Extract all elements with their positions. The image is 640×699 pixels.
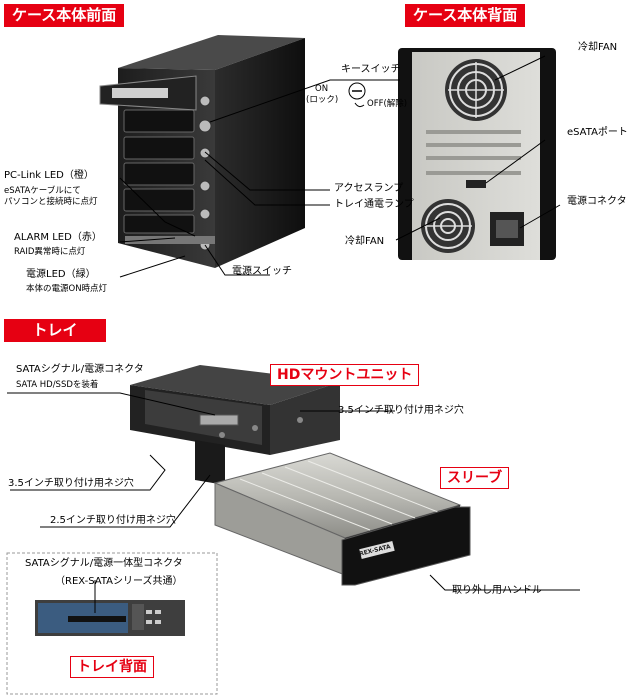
label-pclink-desc-1: eSATAケーブルにて — [4, 186, 81, 196]
label-integrated-connector: SATAシグナル/電源一体型コネクタ — [25, 558, 183, 569]
label-sata-signal: SATAシグナル/電源コネクタ — [16, 364, 144, 375]
key-switch-diagram — [348, 82, 366, 108]
label-alarm-led: ALARM LED（赤） — [14, 232, 102, 243]
label-esata-port: eSATAポート — [567, 127, 628, 138]
callout-lines — [7, 55, 580, 613]
label-sata-mount: SATA HD/SSDを装着 — [16, 380, 99, 390]
sleeve-drawing — [213, 452, 471, 586]
label-handle: 取り外し用ハンドル — [452, 585, 542, 596]
header-tray: トレイ — [4, 319, 106, 342]
front-case — [99, 35, 305, 268]
label-cooling-fan-bottom: 冷却FAN — [345, 236, 385, 247]
header-tray-back: トレイ背面 — [70, 656, 154, 678]
label-pclink-desc-2: パソコンと接続時に点灯 — [4, 197, 98, 207]
hd-mount-unit-drawing — [130, 365, 340, 485]
label-screw-35-right: 3.5インチ取り付け用ネジ穴 — [338, 405, 464, 416]
front-handle — [99, 75, 197, 111]
header-front: ケース本体前面 — [4, 4, 125, 27]
label-pclink-led: PC-Link LED（橙） — [4, 170, 94, 181]
label-key-on: ON — [315, 84, 329, 94]
tray-back-drawing — [6, 552, 218, 695]
label-alarm-desc: RAID異常時に点灯 — [14, 247, 86, 257]
label-screw-35-left: 3.5インチ取り付け用ネジ穴 — [8, 478, 134, 489]
label-tray-power-lamp: トレイ通電ランプ — [334, 199, 414, 210]
label-sleeve: スリーブ — [440, 467, 510, 489]
label-cooling-fan-top: 冷却FAN — [578, 42, 618, 53]
label-power-connector: 電源コネクタ — [567, 196, 627, 207]
label-key-lock: (ロック) — [306, 95, 339, 105]
label-access-lamp: アクセスランプ — [334, 183, 404, 194]
front-bays — [123, 109, 195, 234]
back-case — [398, 48, 556, 260]
label-power-led-desc: 本体の電源ON時点灯 — [26, 284, 108, 294]
label-key-switch: キースイッチ — [341, 64, 401, 75]
label-power-switch: 電源スイッチ — [232, 266, 292, 277]
label-rex-compat: （REX-SATAシリーズ共通） — [55, 576, 183, 587]
label-key-off: OFF(解除) — [367, 99, 408, 109]
label-screw-25: 2.5インチ取り付け用ネジ穴 — [50, 515, 176, 526]
header-back: ケース本体背面 — [405, 4, 526, 27]
label-power-led: 電源LED（緑） — [26, 269, 96, 280]
label-hd-mount-unit: HDマウントユニット — [270, 364, 420, 386]
